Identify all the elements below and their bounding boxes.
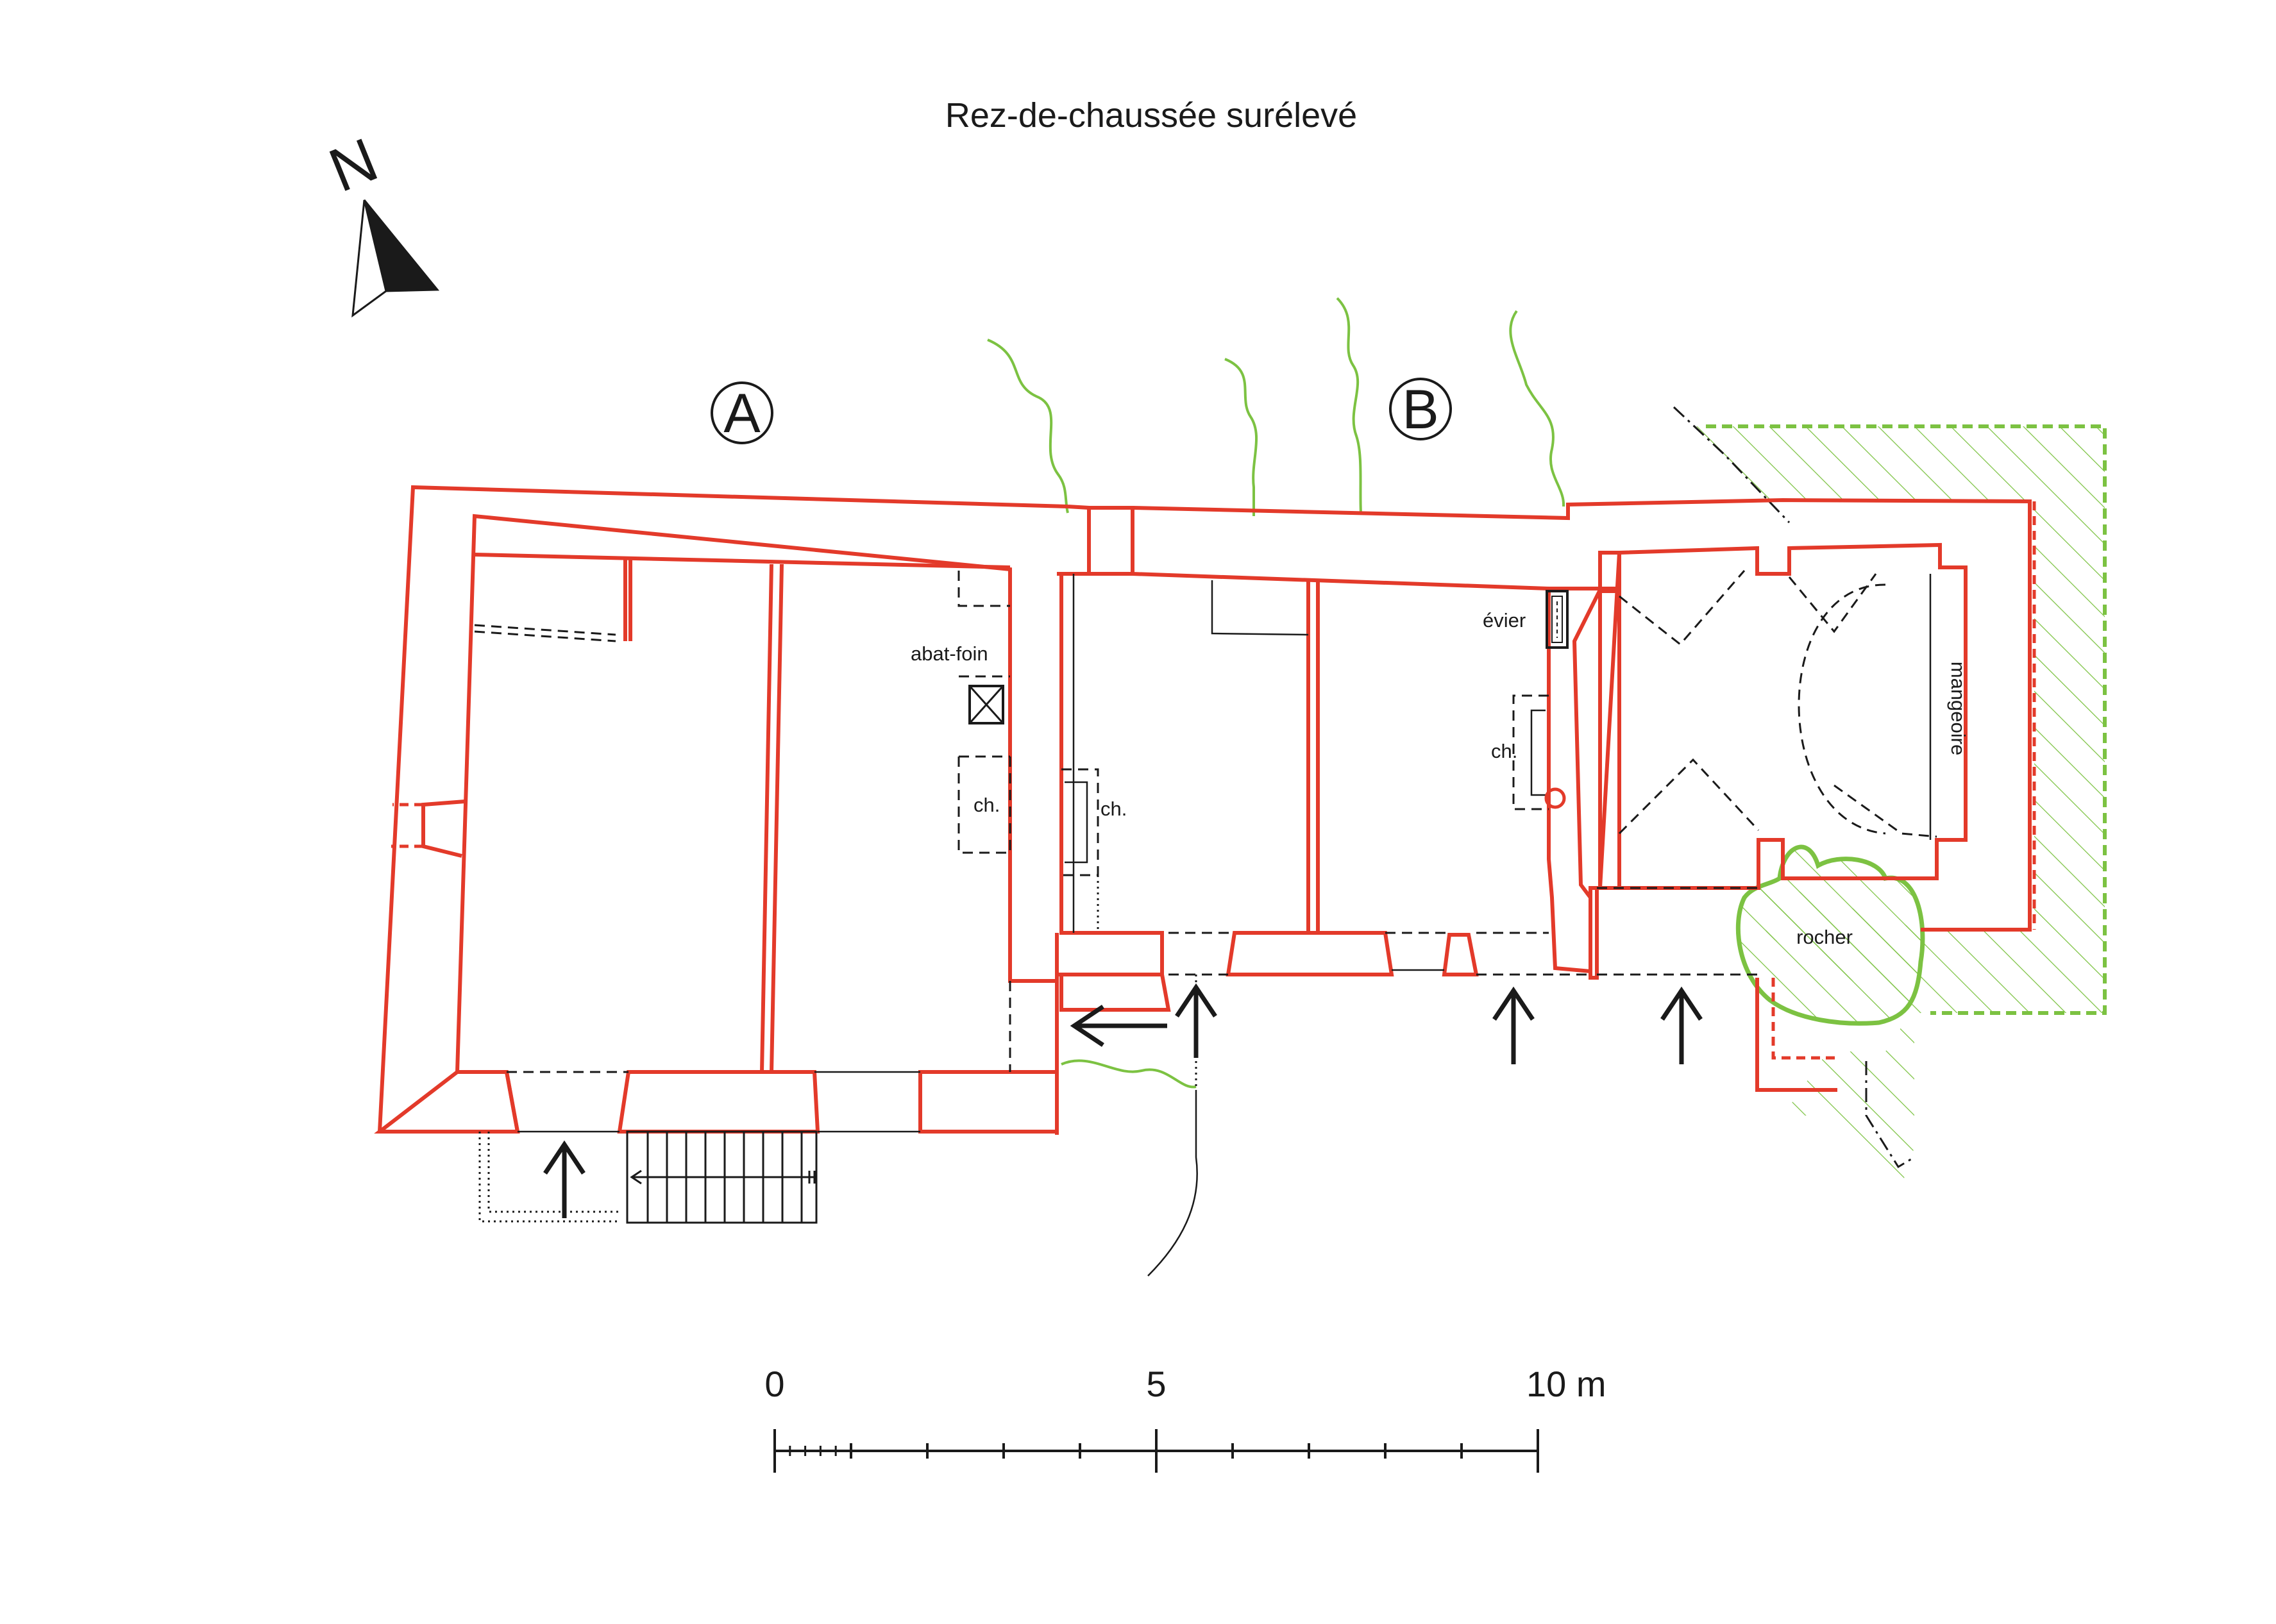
building-b-marker: B — [1389, 378, 1452, 440]
hay-hatch-icon — [968, 685, 1004, 724]
building-a-details: abat-foin ch. — [474, 571, 1011, 1224]
scale-bar: 0 5 10 m — [764, 1364, 1606, 1473]
entrance-arrow-icon — [1070, 1005, 1167, 1047]
building-a-label: A — [723, 383, 761, 444]
building-b-details: ch. ch. évier mangeoire — [1061, 570, 1969, 976]
sink-icon — [1546, 590, 1569, 649]
sink-label: évier — [1483, 609, 1526, 632]
vegetation — [987, 297, 1565, 1089]
scale-ticks — [773, 1429, 1539, 1473]
building-a-marker: A — [711, 381, 773, 444]
north-arrow-icon: N — [320, 125, 440, 318]
passage-walls — [1055, 505, 1134, 1135]
ground-area — [1673, 406, 2107, 1186]
stair-icon — [626, 1130, 818, 1224]
scale-label-0: 0 — [764, 1364, 784, 1404]
rock: rocher — [1735, 844, 1925, 1026]
chimney-b2-label: ch. — [1491, 740, 1517, 762]
entrance-arrow-icon — [1660, 986, 1703, 1064]
abat-foin-label: abat-foin — [911, 642, 988, 665]
building-b-walls — [1057, 498, 2036, 1092]
building-b-label: B — [1402, 379, 1438, 440]
rock-label: rocher — [1796, 926, 1853, 948]
entrance-arrow-icon — [1492, 986, 1535, 1064]
north-label: N — [320, 125, 387, 205]
plan-title: Rez-de-chaussée surélevé — [945, 96, 1357, 135]
scale-label-5: 5 — [1146, 1364, 1166, 1404]
chimney-b1-label: ch. — [1100, 798, 1127, 820]
manger-label: mangeoire — [1947, 662, 1969, 755]
building-a-walls — [374, 485, 1068, 1134]
entrance-arrows — [543, 983, 1703, 1218]
path-line — [1147, 975, 1198, 1277]
scale-label-10: 10 m — [1526, 1364, 1606, 1404]
chimney-a-label: ch. — [974, 794, 1000, 816]
entrance-arrow-icon — [543, 1140, 586, 1218]
